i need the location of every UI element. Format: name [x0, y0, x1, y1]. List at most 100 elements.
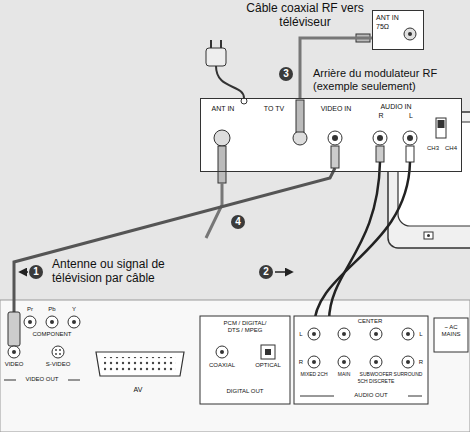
group-label: VIDEO OUT	[14, 376, 70, 383]
audio-out-panel	[308, 328, 320, 340]
group-label: COMPONENT	[24, 331, 80, 338]
ac-mains-socket	[434, 318, 468, 352]
video-cable	[8, 312, 20, 346]
power-plug	[206, 48, 226, 66]
modulator-box: Arrière du modulateur RF (exemple seulem…	[200, 98, 462, 172]
antenna-input-box: ANT IN75Ω	[372, 10, 424, 50]
power-plug	[210, 40, 212, 48]
jack-label: 5CH DISCRETE	[356, 379, 396, 385]
dvd-back-panel	[0, 300, 470, 432]
jack-label: AUDIO IN	[373, 103, 419, 111]
digital-out-panel	[200, 316, 290, 404]
audio-cables	[314, 162, 410, 327]
audio-out-panel	[370, 328, 382, 340]
scart-connector	[96, 352, 184, 376]
audio-out-panel	[374, 360, 378, 364]
callout-number: 2	[259, 265, 273, 279]
audio-out-panel	[338, 328, 350, 340]
audio-out-panel	[312, 332, 316, 336]
video-out-jacks	[46, 316, 58, 328]
audio-out-panel	[406, 332, 410, 336]
jack-label: CH3	[425, 145, 441, 152]
socket-label: ~ AC MAINS	[436, 324, 466, 338]
channel-label: R	[297, 359, 305, 366]
rf-modulator	[438, 120, 445, 128]
ac-mains-socket	[434, 318, 468, 352]
audio-out-panel	[406, 360, 410, 364]
video-cable	[331, 146, 339, 168]
cable-label: Câble coaxial RF vers téléviseur	[243, 2, 367, 30]
audio-out-panel	[300, 396, 334, 397]
video-out-jacks	[72, 320, 76, 324]
jack-label: Pr	[22, 306, 38, 313]
jack-label: R	[377, 112, 385, 120]
audio-out-panel	[312, 360, 316, 364]
rf-modulator	[373, 131, 387, 145]
video-out-jacks	[55, 353, 57, 355]
audio-out-panel	[408, 396, 422, 397]
rf-modulator	[436, 118, 446, 138]
rf-modulator	[377, 135, 383, 141]
digital-out-panel	[200, 316, 290, 404]
video-cable	[14, 168, 335, 312]
rf-modulator	[214, 130, 230, 146]
jack-label: COAXIAL	[204, 362, 240, 369]
scart-connector	[96, 352, 184, 376]
callout-number: 1	[29, 265, 43, 279]
channel-label: L	[416, 331, 426, 338]
digital-out-panel	[261, 345, 275, 359]
jack-label: ANT IN	[207, 105, 239, 113]
jack-label: S-VIDEO	[40, 361, 76, 368]
television	[427, 234, 430, 237]
rf-modulator	[403, 131, 417, 145]
video-out-jacks	[4, 380, 16, 381]
jack-label: MIXED 2CH	[298, 372, 330, 378]
video-out-jacks	[12, 350, 16, 354]
television	[424, 232, 433, 239]
audio-out-panel	[342, 332, 346, 336]
callout-number: 4	[231, 215, 245, 229]
jack-label: MAIN	[334, 372, 354, 378]
video-out-jacks	[4, 316, 80, 380]
jack-label: SURROUND	[393, 372, 423, 378]
jack-label: TO TV	[259, 105, 289, 113]
jack-label: OPTICAL	[250, 362, 286, 369]
digital-out-panel	[220, 350, 224, 354]
rf-modulator	[296, 100, 304, 132]
callout-number: 3	[279, 67, 293, 81]
heading-label: Arrière du modulateur RF (exemple seulem…	[313, 67, 463, 92]
jack-label: VIDEO	[0, 361, 28, 368]
video-out-jacks	[59, 353, 61, 355]
tv-antenna-input	[408, 32, 412, 36]
logo-label: PCM / DIGITAL/ DTS / MPEG	[219, 320, 271, 334]
video-out-jacks	[68, 316, 80, 328]
tv-antenna-input	[372, 10, 424, 50]
audio-out-panel	[294, 316, 428, 404]
audio-out-panel	[374, 332, 378, 336]
rf-modulator	[407, 135, 413, 141]
video-out-jacks	[52, 346, 64, 358]
video-out-jacks	[28, 320, 32, 324]
video-out-jacks	[50, 320, 54, 324]
audio-out-panel	[342, 360, 346, 364]
jack-label: ANT IN	[376, 14, 416, 22]
video-out-jacks	[24, 316, 36, 328]
rf-modulator	[200, 98, 462, 172]
audio-out-panel	[370, 356, 382, 368]
cable-label: Antenne ou signal de télévision par câbl…	[52, 258, 202, 286]
audio-out-panel	[402, 356, 414, 368]
audio-out-panel	[402, 328, 414, 340]
rf-modulator	[332, 135, 338, 141]
jack-label: CENTER	[352, 318, 388, 325]
channel-label: R	[416, 359, 426, 366]
group-label: AUDIO OUT	[336, 392, 406, 399]
dvd-back-panel	[0, 300, 470, 432]
jack-label: 75Ω	[376, 23, 416, 31]
audio-cables	[406, 146, 414, 162]
jack-label: L	[407, 112, 415, 120]
tv-antenna-input	[356, 10, 424, 50]
audio-out-panel	[308, 356, 320, 368]
digital-out-panel	[216, 346, 228, 358]
video-out-jacks	[8, 346, 20, 358]
tv-antenna-input	[404, 28, 416, 40]
